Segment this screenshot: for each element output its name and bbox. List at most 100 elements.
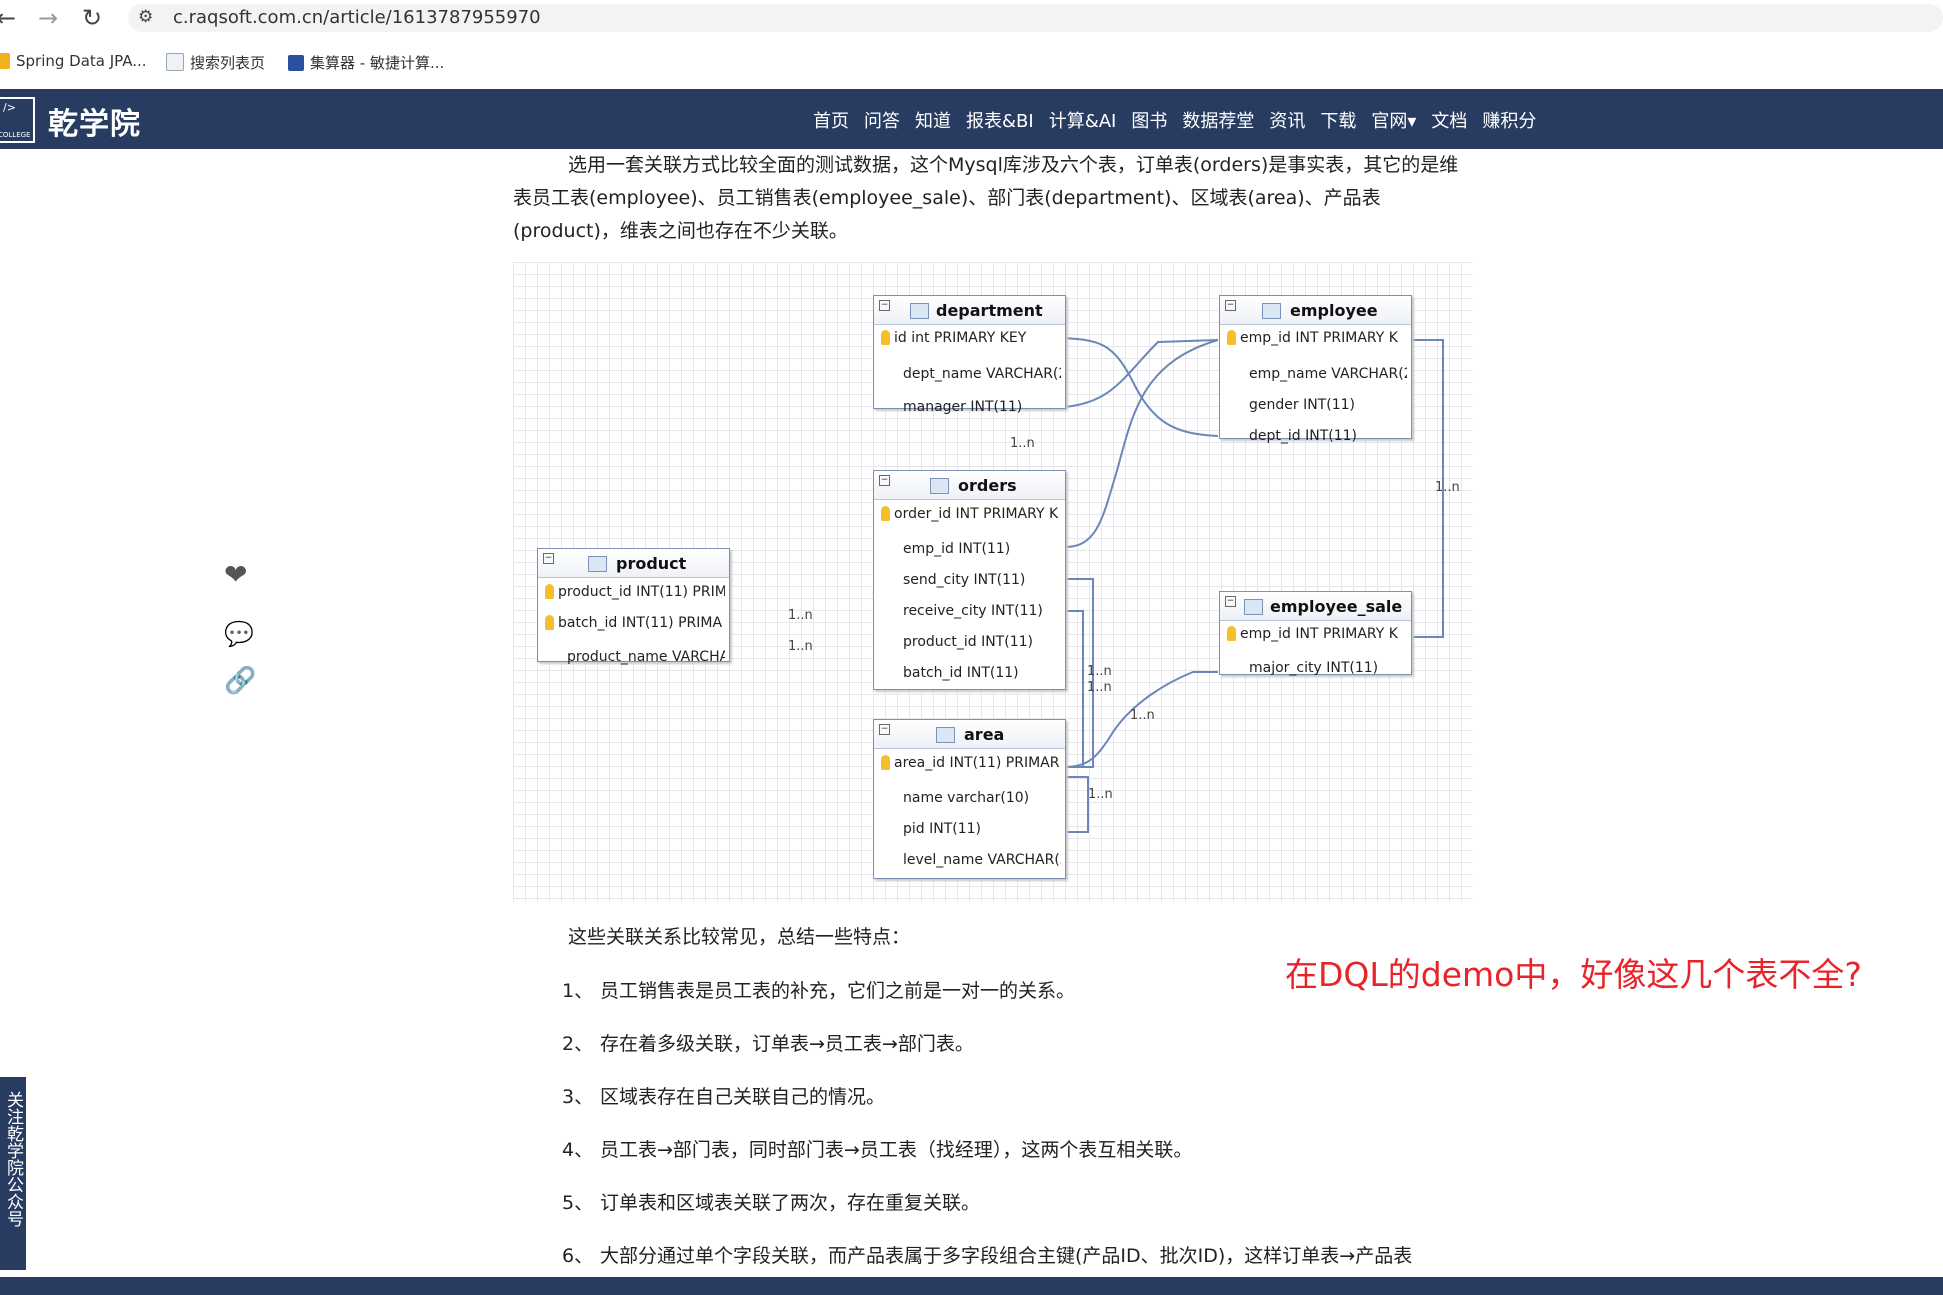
table-header: − product xyxy=(538,549,729,578)
cardinality-label: 1..n xyxy=(1087,664,1112,679)
table-header: − orders xyxy=(874,471,1065,500)
bookmark-jisuanqi[interactable]: 集算器 - 敏捷计算... xyxy=(288,52,444,73)
primary-key-icon xyxy=(881,506,890,521)
primary-key-icon xyxy=(545,615,554,630)
collapse-icon[interactable]: − xyxy=(879,300,890,311)
wechat-icon[interactable]: 💬 xyxy=(224,620,254,648)
field-row: major_city INT(11) xyxy=(1249,660,1379,676)
field-row: emp_name VARCHAR(2( xyxy=(1249,366,1407,382)
collapse-icon[interactable]: − xyxy=(1225,596,1236,607)
table-icon xyxy=(588,556,607,572)
bottom-bar xyxy=(0,1277,1943,1295)
collapse-icon[interactable]: − xyxy=(879,475,890,486)
cardinality-label: 1..n xyxy=(1087,680,1112,695)
site-header: />COLLEGE 乾学院 首页问答知道报表&BI 计算&AI 图书数据荐堂资讯下载… xyxy=(0,89,1943,149)
list-item: 3、区域表存在自己关联自己的情况。 xyxy=(562,1086,886,1108)
menu-item-know[interactable]: 知道 xyxy=(915,111,951,132)
menu-item-compute-ai[interactable]: 计算&AI xyxy=(1048,111,1117,132)
table-icon xyxy=(910,303,929,319)
site-info-icon[interactable]: ⚙ xyxy=(138,7,154,27)
field-row: dept_name VARCHAR(2( xyxy=(903,366,1061,382)
collapse-icon[interactable]: − xyxy=(543,553,554,564)
summary-heading: 这些关联关系比较常见，总结一些特点： xyxy=(568,926,911,948)
article-body: 选用一套关联方式比较全面的测试数据，这个Mysql库涉及六个表，订单表(orde… xyxy=(513,149,1473,248)
bookmark-icon xyxy=(0,53,10,69)
collapse-icon[interactable]: − xyxy=(1225,300,1236,311)
heart-icon[interactable]: ❤ xyxy=(224,558,248,591)
list-item: 6、大部分通过单个字段关联，而产品表属于多字段组合主键(产品ID、批次ID)，这… xyxy=(562,1245,1413,1267)
follow-label: 关注乾学院公众号 xyxy=(3,1091,23,1227)
collapse-icon[interactable]: − xyxy=(879,724,890,735)
primary-key-icon xyxy=(881,755,890,770)
field-row: id int PRIMARY KEY xyxy=(881,330,1061,346)
relation-line xyxy=(1062,337,1219,437)
cardinality-label: 1..n xyxy=(1010,436,1035,451)
bookmark-icon xyxy=(288,55,304,71)
field-row: receive_city INT(11) xyxy=(903,603,1043,619)
table-department[interactable]: − department id int PRIMARY KEY dept_nam… xyxy=(873,295,1066,415)
table-area[interactable]: − area area_id INT(11) PRIMAR name varch… xyxy=(873,719,1066,879)
field-row: batch_id INT(11) PRIMA xyxy=(545,615,725,631)
follow-wechat-tab[interactable]: 关注乾学院公众号 xyxy=(0,1077,26,1270)
browser-chrome: ← → ↻ ⚙ c.raqsoft.com.cn/article/1613787… xyxy=(0,0,1943,90)
menu-item-docs[interactable]: 文档 xyxy=(1431,111,1468,132)
field-row: dept_id INT(11) xyxy=(1249,428,1357,444)
relation-line xyxy=(1065,610,1084,768)
menu-item-download[interactable]: 下载 xyxy=(1320,111,1357,132)
site-logo-text[interactable]: 乾学院 xyxy=(48,107,141,142)
menu-item-data-hall[interactable]: 数据荐堂 xyxy=(1182,111,1255,132)
table-employee-sale[interactable]: − employee_sale emp_id INT PRIMARY K maj… xyxy=(1219,591,1412,676)
bookmark-search-list[interactable]: 搜索列表页 xyxy=(166,52,265,73)
table-orders[interactable]: − orders order_id INT PRIMARY K emp_id I… xyxy=(873,470,1066,690)
menu-item-books[interactable]: 图书 xyxy=(1131,111,1168,132)
field-row: area_id INT(11) PRIMAR xyxy=(881,755,1061,771)
relation-line xyxy=(1064,671,1218,768)
primary-key-icon xyxy=(1227,626,1236,641)
table-header: − area xyxy=(874,720,1065,749)
field-row: pid INT(11) xyxy=(903,821,982,837)
field-row: gender INT(11) xyxy=(1249,397,1355,413)
table-header: − department xyxy=(874,296,1065,325)
list-item: 4、员工表→部门表，同时部门表→员工表（找经理），这两个表互相关联。 xyxy=(562,1139,1193,1161)
field-row: batch_id INT(11) xyxy=(903,665,1019,681)
list-item: 2、存在着多级关联，订单表→员工表→部门表。 xyxy=(562,1033,974,1055)
table-employee[interactable]: − employee emp_id INT PRIMARY K emp_name… xyxy=(1219,295,1412,444)
url-text[interactable]: c.raqsoft.com.cn/article/1613787955970 xyxy=(173,7,541,28)
field-row: manager INT(11) xyxy=(903,399,1023,415)
cardinality-label: 1..n xyxy=(1130,708,1155,723)
list-item: 5、订单表和区域表关联了两次，存在重复关联。 xyxy=(562,1192,981,1214)
field-row: product_id INT(11) xyxy=(903,634,1033,650)
table-product[interactable]: − product product_id INT(11) PRIM batch_… xyxy=(537,548,730,665)
logo-icon[interactable]: />COLLEGE xyxy=(0,97,35,143)
table-icon xyxy=(1244,599,1263,615)
relation-line xyxy=(1064,339,1219,548)
table-icon xyxy=(936,727,955,743)
menu-item-qa[interactable]: 问答 xyxy=(864,111,900,132)
relation-line xyxy=(1065,776,1089,833)
table-header: − employee xyxy=(1220,296,1411,325)
relation-line xyxy=(1411,339,1444,638)
field-row: name varchar(10) xyxy=(903,790,1030,806)
field-row: product_id INT(11) PRIM xyxy=(545,584,725,600)
menu-item-official-site[interactable]: 官网▾ xyxy=(1371,111,1417,132)
back-arrow-icon[interactable]: ← xyxy=(0,4,17,32)
table-header: − employee_sale xyxy=(1220,592,1411,621)
reload-icon[interactable]: ↻ xyxy=(82,4,103,32)
bookmark-icon xyxy=(166,53,184,71)
field-row: emp_id INT(11) xyxy=(903,541,1011,557)
table-icon xyxy=(930,478,949,494)
bookmark-spring-data[interactable]: Spring Data JPA... xyxy=(0,52,147,70)
menu-item-earn-points[interactable]: 赚积分 xyxy=(1482,111,1537,132)
relation-line xyxy=(1064,339,1219,408)
er-diagram: 1..n 1..n 1..n 1..n 1..n 1..n 1..n 1..n … xyxy=(513,262,1473,902)
menu-item-report-bi[interactable]: 报表&BI xyxy=(966,111,1034,132)
link-icon[interactable]: 🔗 xyxy=(224,666,257,696)
forward-arrow-icon[interactable]: → xyxy=(38,4,59,32)
article-intro: 选用一套关联方式比较全面的测试数据，这个Mysql库涉及六个表，订单表(orde… xyxy=(513,154,1459,242)
field-row: emp_id INT PRIMARY K xyxy=(1227,626,1407,642)
address-bar[interactable]: ⚙ c.raqsoft.com.cn/article/1613787955970 xyxy=(128,4,1943,32)
menu-item-news[interactable]: 资讯 xyxy=(1269,111,1306,132)
list-item: 1、员工销售表是员工表的补充，它们之前是一对一的关系。 xyxy=(562,980,1076,1002)
cardinality-label: 1..n xyxy=(788,639,813,654)
menu-item-home[interactable]: 首页 xyxy=(813,111,849,132)
